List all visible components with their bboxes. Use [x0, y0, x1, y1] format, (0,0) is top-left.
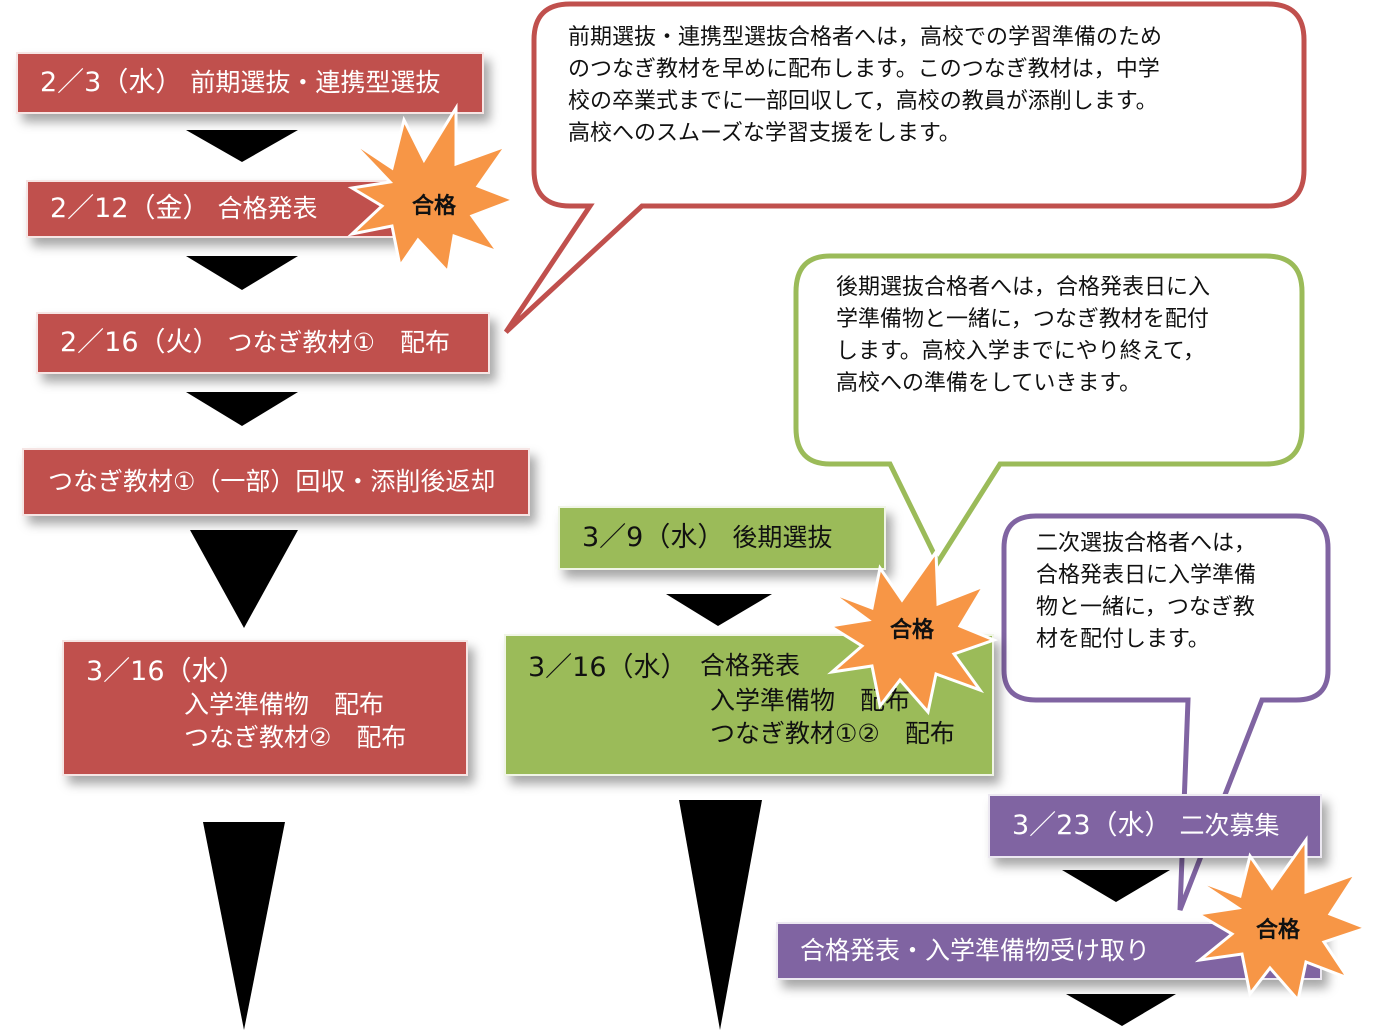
- date-label: 2／16（火）: [60, 327, 220, 359]
- red-bubble-text: 前期選抜・連携型選抜合格者へは，高校での学習準備のため のつなぎ教材を早めに配布…: [568, 25, 1163, 146]
- step-label: 二次募集: [1179, 810, 1280, 840]
- pass-burst-icon: [347, 102, 519, 276]
- arrow-down-right-2: [1066, 994, 1176, 1026]
- pass-burst-label: 合格: [411, 194, 456, 219]
- step-second-recruitment: 3／23（水） 二次募集: [988, 794, 1322, 858]
- step-line-material2: つなぎ教材② 配布: [184, 722, 407, 752]
- pass-burst-icon: [825, 547, 999, 716]
- step-material1-collection: つなぎ教材①（一部）回収・添削後返却: [22, 448, 530, 516]
- purple-bubble-text: 二次選抜合格者へは， 合格発表日に入学準備 物と一緒に，つなぎ教 材を配付します…: [1036, 531, 1257, 652]
- date-label: 3／16（水）: [528, 652, 688, 683]
- step-label: 合格発表・入学準備物受け取り: [800, 935, 1151, 965]
- date-label: 2／3（水）: [40, 67, 183, 99]
- step-late-selection: 3／9（水） 後期選抜: [558, 506, 886, 570]
- step-line-prep: 入学準備物 配布: [184, 690, 385, 720]
- step-label: つなぎ教材① 配布: [227, 327, 450, 357]
- step-early-selection: 2／3（水） 前期選抜・連携型選抜: [16, 52, 484, 114]
- arrow-down-middle-1: [666, 594, 772, 626]
- arrow-down-left-2: [186, 256, 298, 290]
- red-speech-bubble: [503, 1, 1307, 334]
- date-label: 3／16（水）: [86, 656, 246, 687]
- green-speech-bubble: [793, 253, 1305, 568]
- pass-burst-icon: [1193, 835, 1371, 1004]
- step-line-announcement: 合格発表: [700, 651, 801, 680]
- date-label: 2／12（金）: [50, 193, 210, 225]
- step-material1-distribution: 2／16（火） つなぎ教材① 配布: [36, 312, 490, 374]
- step-line-materials: つなぎ教材①② 配布: [710, 718, 955, 748]
- pass-burst-label: 合格: [889, 618, 934, 643]
- date-label: 3／9（水）: [582, 522, 725, 554]
- step-label: つなぎ教材①（一部）回収・添削後返却: [48, 466, 496, 496]
- arrow-down-middle-2: [679, 800, 762, 1030]
- arrow-down-left-5: [203, 822, 285, 1030]
- arrow-down-left-4: [190, 530, 298, 628]
- step-label: 前期選抜・連携型選抜: [190, 67, 441, 97]
- arrow-down-left-3: [186, 392, 298, 426]
- arrow-down-right-1: [1062, 870, 1170, 902]
- step-label: 後期選抜: [732, 522, 833, 552]
- step-early-announcement: 2／12（金） 合格発表: [26, 180, 398, 238]
- step-label: 合格発表: [217, 193, 318, 223]
- date-label: 3／23（水）: [1012, 810, 1172, 842]
- pass-burst-label: 合格: [1255, 918, 1300, 943]
- green-bubble-text: 後期選抜合格者へは，合格発表日に入 学準備物と一緒に，つなぎ教材を配付 します。…: [836, 275, 1211, 396]
- step-early-prep-distribution: 3／16（水） 入学準備物 配布 つなぎ教材② 配布: [62, 640, 468, 776]
- arrow-down-left-1: [186, 130, 298, 162]
